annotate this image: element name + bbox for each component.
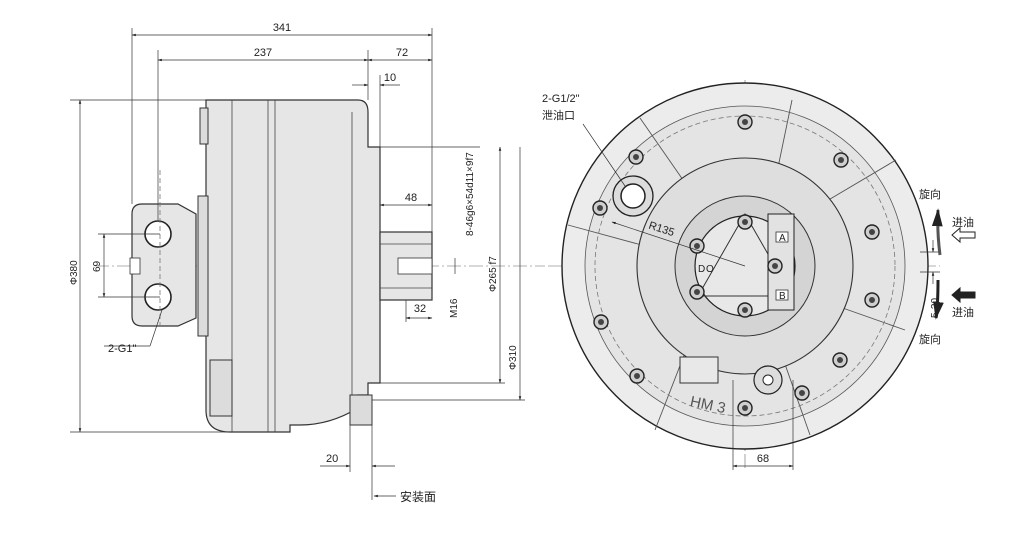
bolt-icon (737, 214, 753, 230)
motor-housing (205, 99, 381, 433)
dia-spigot: Φ265 f7 (488, 256, 499, 292)
bolt-icon (628, 149, 644, 165)
port-leader (149, 309, 163, 347)
rotation-top-label: 旋向 (919, 187, 941, 201)
bolt-icon (737, 114, 753, 130)
bolt-icon (593, 314, 609, 330)
bottom-port-icon (762, 374, 774, 386)
dim-flange-offset: 20 (326, 453, 338, 465)
inner-bolts (689, 214, 783, 318)
mounting-flange-foot (349, 394, 373, 426)
bolt-icon (689, 238, 705, 254)
spline-spec: 8-46g6×54d11×9f7 (465, 152, 476, 236)
inlet-bottom-label: 进油 (952, 305, 974, 319)
dim-shaft-length: 72 (396, 47, 408, 59)
drain-port-icon (620, 183, 646, 209)
rotation-bottom-label: 旋向 (919, 332, 941, 346)
port-a-box (775, 231, 789, 243)
rear-cover (197, 195, 209, 337)
dim-to-flange: 237 (254, 47, 272, 59)
port-plug (129, 257, 141, 275)
dim-spline-length: 48 (405, 192, 417, 204)
radius-leader (611, 221, 746, 267)
port-label: 2-G1" (108, 343, 136, 355)
center-thread (397, 257, 433, 275)
port-o-label: O (706, 264, 714, 275)
bolt-icon (794, 385, 810, 401)
inlet-arrow-top-icon (951, 226, 976, 244)
nameplate (679, 356, 719, 384)
dim-port-offset: 68 (757, 453, 769, 465)
inlet-top-label: 进油 (952, 215, 974, 229)
bolt-icon (629, 368, 645, 384)
rotation-arrow-down-icon (933, 279, 944, 320)
bolt-icon (767, 258, 783, 274)
drain-leader (582, 123, 626, 187)
front-view: A B D O HM 3 (542, 80, 976, 470)
bolt-icon (864, 224, 880, 240)
drain-port-label: 2-G1/2" (542, 93, 580, 105)
dim-spigot: 10 (384, 72, 396, 84)
bolt-icon (592, 200, 608, 216)
bolt-icon (737, 400, 753, 416)
bolt-icon (864, 292, 880, 308)
bolt-icon (833, 152, 849, 168)
dim-overall-length: 341 (273, 22, 291, 34)
dim-port-spacing: 69 (92, 260, 103, 272)
dia-body: Φ380 (69, 260, 80, 285)
side-view: 341 237 72 10 8-46g6×54d11×9f7 48 32 M16… (69, 22, 545, 504)
thread-spec: M16 (449, 298, 460, 318)
bolt-icon (737, 302, 753, 318)
rotation-arrow-up-icon (931, 208, 943, 256)
dim-thread-depth: 32 (414, 303, 426, 315)
mounting-face-label: 安装面 (400, 489, 436, 504)
bolt-icon (832, 352, 848, 368)
port-a-label: A (779, 233, 786, 244)
bolt-icon (689, 284, 705, 300)
rear-boss-top (199, 107, 209, 145)
inlet-arrow-bottom-icon (951, 286, 976, 304)
rear-boss-bottom (209, 359, 233, 417)
port-b-label: B (779, 291, 786, 302)
outer-bolts (592, 114, 880, 416)
port-b-box (775, 289, 789, 301)
drain-label: 泄油口 (542, 108, 575, 122)
port-d-label: D (698, 264, 705, 275)
dia-pitch: Φ310 (508, 345, 519, 370)
